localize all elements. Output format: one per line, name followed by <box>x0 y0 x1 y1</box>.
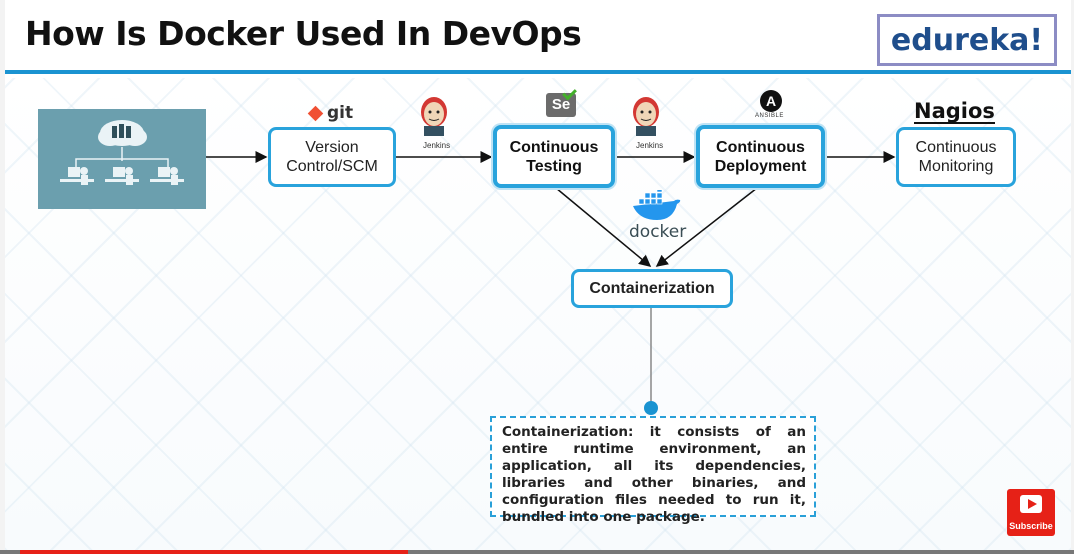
node-version-control: Version Control/SCM <box>268 127 396 187</box>
developers-illustration <box>38 109 206 209</box>
jenkins-icon <box>421 97 447 136</box>
edureka-logo: edureka! <box>877 14 1057 66</box>
jenkins-label-2: Jenkins <box>636 141 664 150</box>
node-continuous-monitoring-label: Continuous Monitoring <box>915 139 997 175</box>
ansible-icon: A <box>760 90 782 112</box>
selenium-label: Se <box>551 96 571 113</box>
node-version-control-label: Version Control/SCM <box>286 139 378 175</box>
subscribe-label: Subscribe <box>1009 521 1053 531</box>
node-continuous-deployment: Continuous Deployment <box>696 125 825 188</box>
containerization-note: Containerization: it consists of an enti… <box>490 416 816 525</box>
node-continuous-testing-label: Continuous Testing <box>509 138 599 175</box>
video-progress-fill <box>20 550 408 554</box>
title-underline <box>5 70 1071 74</box>
slide-title: How Is Docker Used In DevOps <box>25 14 582 53</box>
node-containerization-label: Containerization <box>589 280 715 297</box>
docker-label: docker <box>629 222 687 242</box>
slide: How Is Docker Used In DevOps edureka! <box>5 0 1071 550</box>
node-containerization: Containerization <box>571 269 733 308</box>
flow-connectors <box>206 151 896 415</box>
git-logo: git <box>307 103 354 123</box>
play-icon <box>1020 495 1042 513</box>
node-continuous-testing: Continuous Testing <box>493 125 615 188</box>
node-continuous-monitoring: Continuous Monitoring <box>896 127 1016 187</box>
jenkins-icon-2 <box>633 97 659 136</box>
git-icon <box>307 105 324 121</box>
selenium-icon: Se <box>546 93 576 117</box>
node-continuous-deployment-label: Continuous Deployment <box>714 138 807 175</box>
nagios-logo: Nagios <box>914 99 995 124</box>
video-progress-bar[interactable] <box>0 550 1074 554</box>
jenkins-label-1: Jenkins <box>423 141 451 150</box>
subscribe-button[interactable]: Subscribe <box>1007 489 1055 536</box>
docker-icon <box>633 190 681 220</box>
git-label: git <box>327 103 354 123</box>
ansible-label: ANSIBLE <box>755 113 784 119</box>
